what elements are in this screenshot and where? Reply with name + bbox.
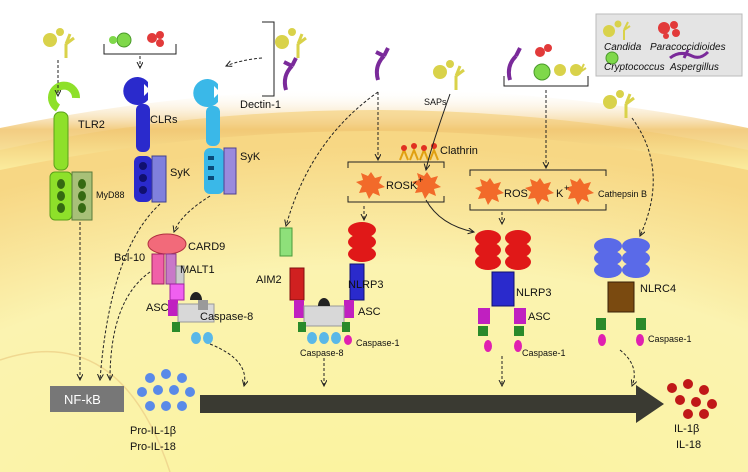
pro-il1b-label: Pro-IL-1β xyxy=(130,425,176,437)
ros-box-1 xyxy=(347,161,445,203)
asc2-label: ASC xyxy=(358,306,381,318)
candida-saps xyxy=(433,60,465,90)
maturation-arrow xyxy=(200,385,664,423)
caspase1b-label: Caspase-1 xyxy=(522,348,566,358)
ros1-label: ROS xyxy=(386,180,410,192)
k1-superscript: + xyxy=(418,175,423,185)
caspase1a-label: Caspase-1 xyxy=(356,338,400,348)
asc1-label: ASC xyxy=(146,302,169,314)
candida-icon xyxy=(603,25,615,37)
nlrp3-complex xyxy=(475,230,531,352)
k1-label: K xyxy=(410,180,418,192)
asc3-label: ASC xyxy=(528,311,551,323)
bracket-nlrp3 xyxy=(503,44,589,87)
card9-label: CARD9 xyxy=(188,241,225,253)
nfkb-box xyxy=(50,386,124,412)
cell-cytoplasm xyxy=(0,89,748,472)
candida-tlr2 xyxy=(43,28,75,58)
legend-candida-label: Candida xyxy=(604,42,642,53)
nlrp3a-label: NLRP3 xyxy=(348,279,383,291)
legend-paracoccidioides-label: Paracoccidioides xyxy=(650,42,726,53)
saps-label: SAPs xyxy=(424,97,447,107)
il18-label: IL-18 xyxy=(676,439,701,451)
nlrc4-complex xyxy=(594,238,650,346)
aspergillus-aim2 xyxy=(374,47,390,81)
pro-cytokines-icon xyxy=(137,369,195,411)
cryptococcus-icon xyxy=(605,51,619,65)
caspase1c-label: Caspase-1 xyxy=(648,334,692,344)
card9-complex xyxy=(147,233,215,344)
malt1-label: MALT1 xyxy=(180,264,215,276)
il1b-label: IL-1β xyxy=(674,423,699,435)
pro-il18-label: Pro-IL-18 xyxy=(130,441,176,453)
mature-cytokines-icon xyxy=(667,379,717,419)
dectin1-label: Dectin-1 xyxy=(240,99,281,111)
clathrin-label: Clathrin xyxy=(440,145,478,157)
legend-cryptococcus-label: Cryptococcus xyxy=(604,62,665,73)
aspergillus-icon xyxy=(669,49,710,60)
ros2-label: ROS xyxy=(504,188,528,200)
syk1-label: SyK xyxy=(170,167,191,179)
bracket-clrs xyxy=(103,31,177,55)
nlrp3b-label: NLRP3 xyxy=(516,287,551,299)
legend-aspergillus-label: Aspergillus xyxy=(669,62,719,73)
tlr2-label: TLR2 xyxy=(78,119,105,131)
k2-label: K xyxy=(556,188,564,200)
aim2-nlrp3-complex xyxy=(279,222,376,345)
clrs-label: CLRs xyxy=(150,114,178,126)
nlrc4-label: NLRC4 xyxy=(640,283,676,295)
ros-box-2 xyxy=(469,169,607,211)
dectin1-receptor xyxy=(193,79,237,195)
syk2-label: SyK xyxy=(240,151,261,163)
bcl10-label: Bcl-10 xyxy=(114,252,145,264)
signal-arrows xyxy=(58,56,654,386)
bracket-dectin xyxy=(262,21,307,97)
myd88-label: MyD88 xyxy=(96,190,125,200)
paracoccidioides-icon xyxy=(658,21,680,39)
clr-receptor xyxy=(123,76,167,203)
caspase8b-label: Caspase-8 xyxy=(300,348,344,358)
legend: Candida Paracoccidioides Cryptococcus As… xyxy=(595,13,743,77)
caspase8a-label: Caspase-8 xyxy=(200,311,253,323)
nfkb-label: NF-kB xyxy=(64,392,101,407)
aim2-label: AIM2 xyxy=(256,274,282,286)
tlr2-receptor xyxy=(48,81,93,221)
candida-nlrc4 xyxy=(603,90,635,118)
cathepsin-label: Cathepsin B xyxy=(598,189,647,199)
k2-superscript: + xyxy=(564,183,569,193)
